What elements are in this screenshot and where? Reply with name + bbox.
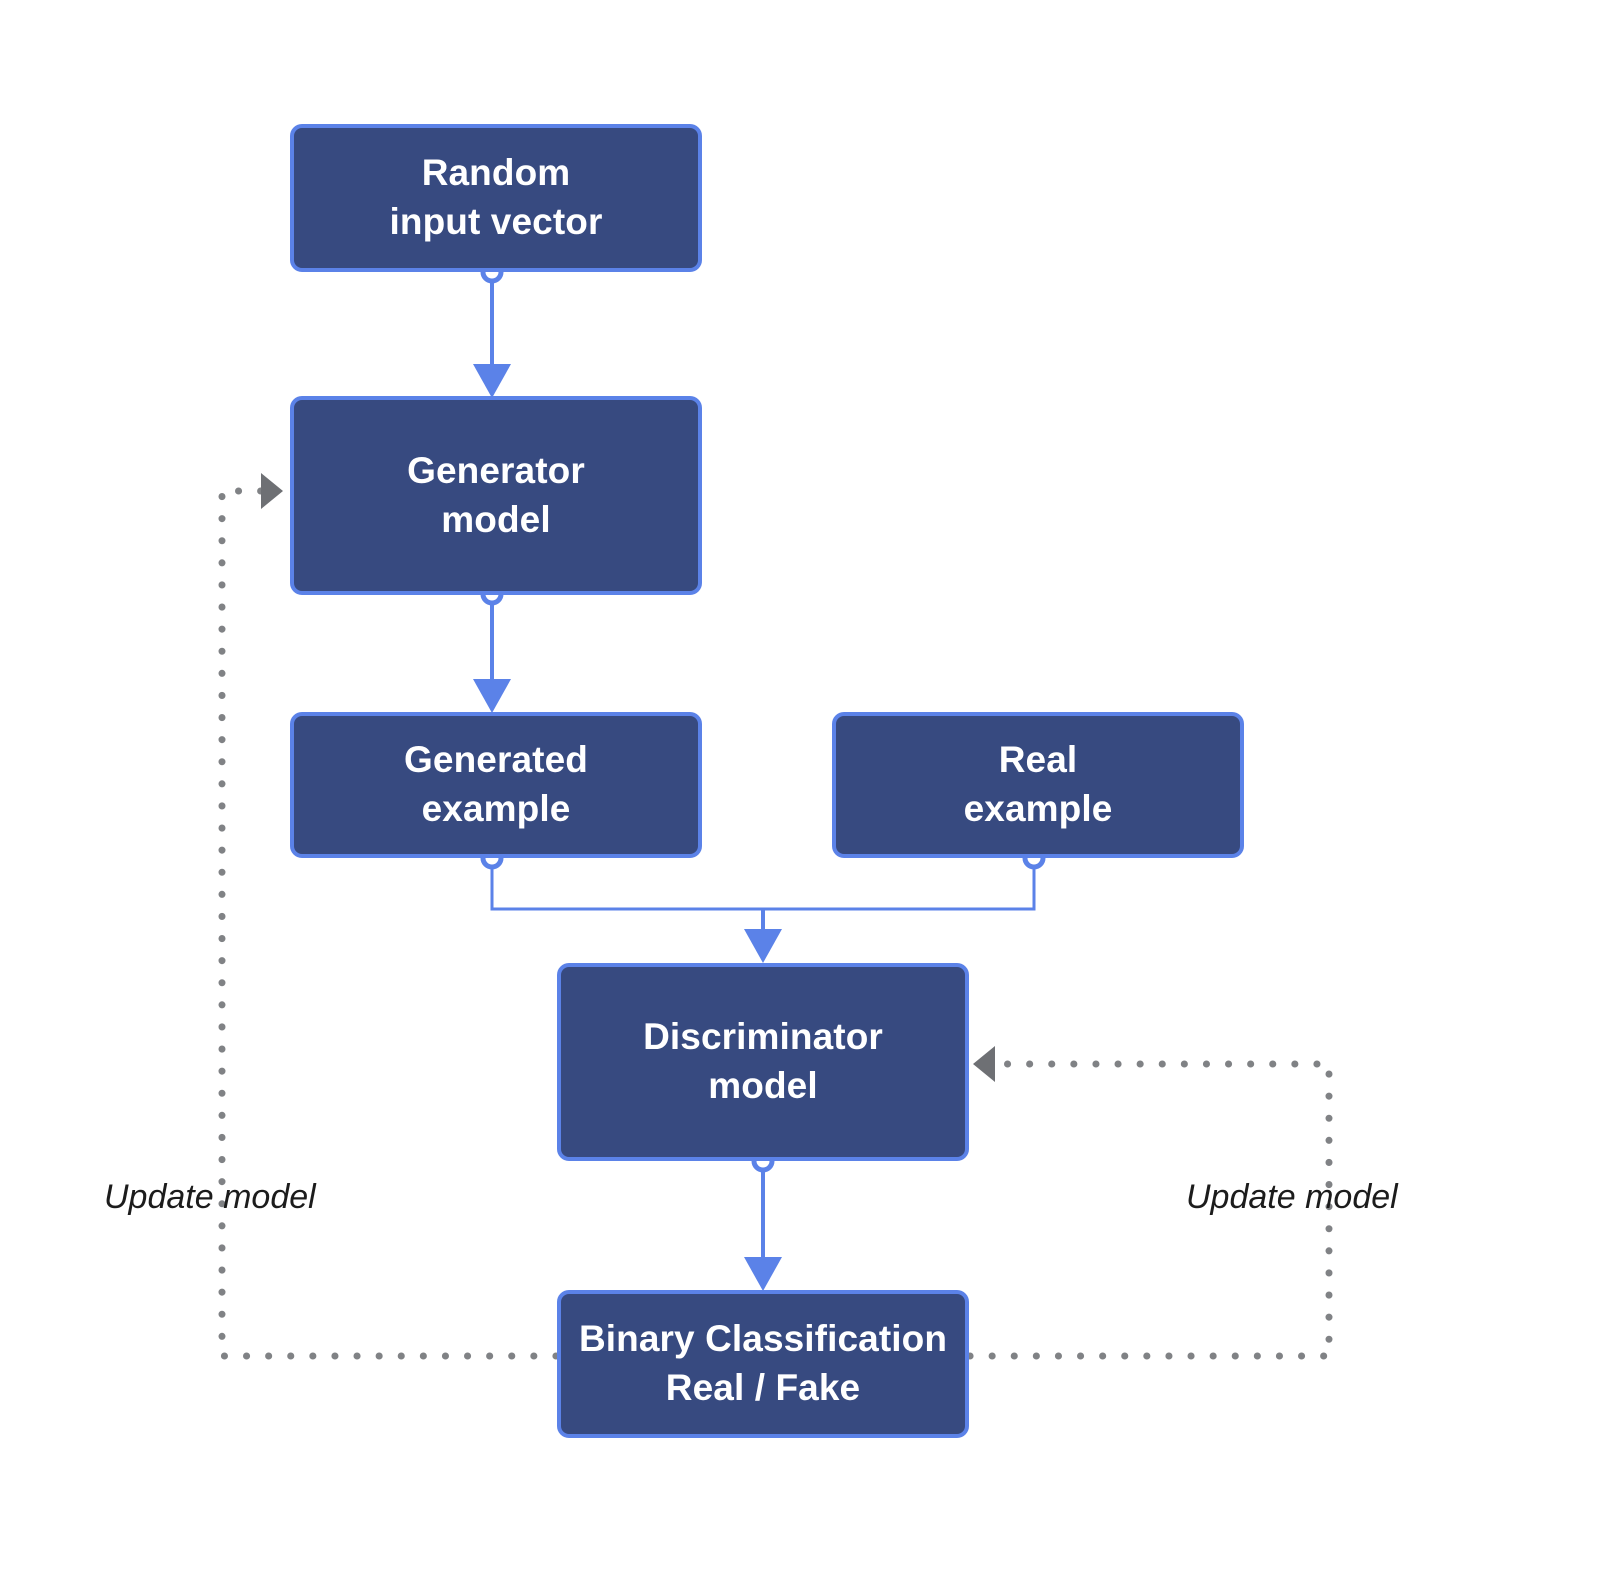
node-label: Random input vector (389, 152, 603, 242)
node-label: Real example (963, 739, 1113, 829)
arrowhead-icon (473, 364, 511, 398)
node-label: Discriminator model (643, 1016, 883, 1106)
edge-random-to-generator (473, 260, 511, 398)
edge-label-update-generator: Update model (104, 1178, 316, 1216)
node-generated-example[interactable]: Generated example (290, 712, 702, 858)
node-discriminator-model[interactable]: Discriminator model (557, 963, 969, 1161)
node-random-input-vector[interactable]: Random input vector (290, 124, 702, 272)
edge-label-update-discriminator: Update model (1186, 1178, 1398, 1216)
edge-update-generator (218, 487, 560, 1360)
feedback-arrowheads (261, 473, 995, 1082)
node-label: Generator model (407, 449, 585, 540)
arrowhead-icon (744, 1257, 782, 1291)
node-binary-classification[interactable]: Binary Classification Real / Fake (557, 1290, 969, 1438)
feedback-edges (218, 487, 1333, 1360)
edge-generator-to-generated (473, 582, 511, 713)
node-generator-model[interactable]: Generator model (290, 396, 702, 595)
arrowhead-icon (473, 679, 511, 713)
node-label: Binary Classification Real / Fake (578, 1318, 948, 1408)
edge-discriminator-to-classification (744, 1149, 782, 1291)
arrowhead-icon (744, 929, 782, 963)
edge-update-discriminator (966, 1060, 1333, 1360)
feedback-arrowhead-generator-icon (261, 473, 283, 509)
node-label: Generated example (404, 739, 588, 829)
edge-examples-to-discriminator (480, 846, 1046, 963)
feedback-arrowhead-discriminator-icon (973, 1046, 995, 1082)
node-real-example[interactable]: Real example (832, 712, 1244, 858)
